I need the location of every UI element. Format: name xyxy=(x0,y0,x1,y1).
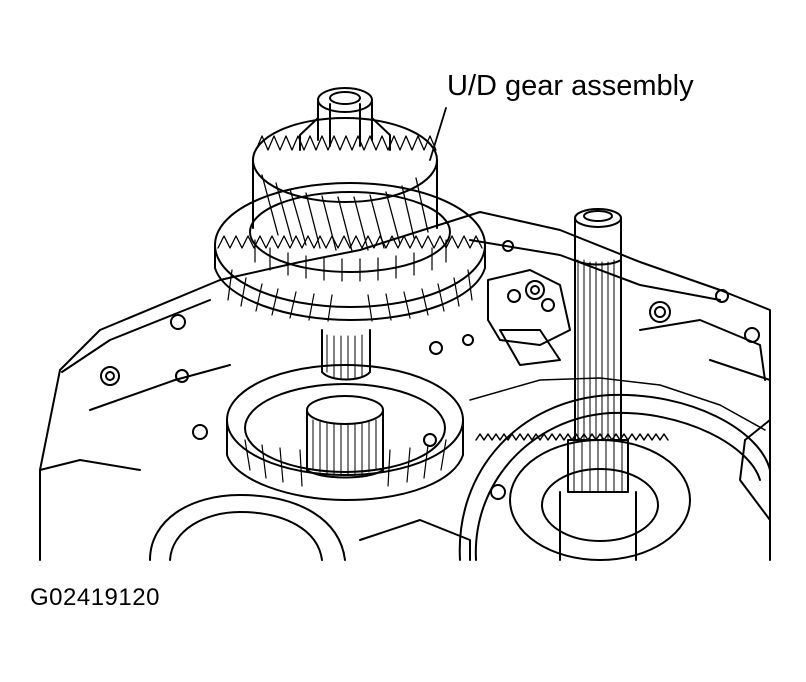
case-bolt-bosses xyxy=(100,240,760,500)
callout-label: U/D gear assembly xyxy=(447,70,694,102)
lower-left-housing xyxy=(149,494,471,561)
callout-leader xyxy=(429,107,447,161)
ud-pinion-shaft xyxy=(321,329,371,381)
ring-gear xyxy=(458,377,771,561)
figure-code: G02419120 xyxy=(30,584,160,611)
case-bracket xyxy=(487,269,771,381)
output-shaft xyxy=(559,208,637,561)
clutch-drum xyxy=(226,364,464,501)
ud-gear-assembly xyxy=(214,87,486,322)
transaxle-case xyxy=(39,211,771,561)
